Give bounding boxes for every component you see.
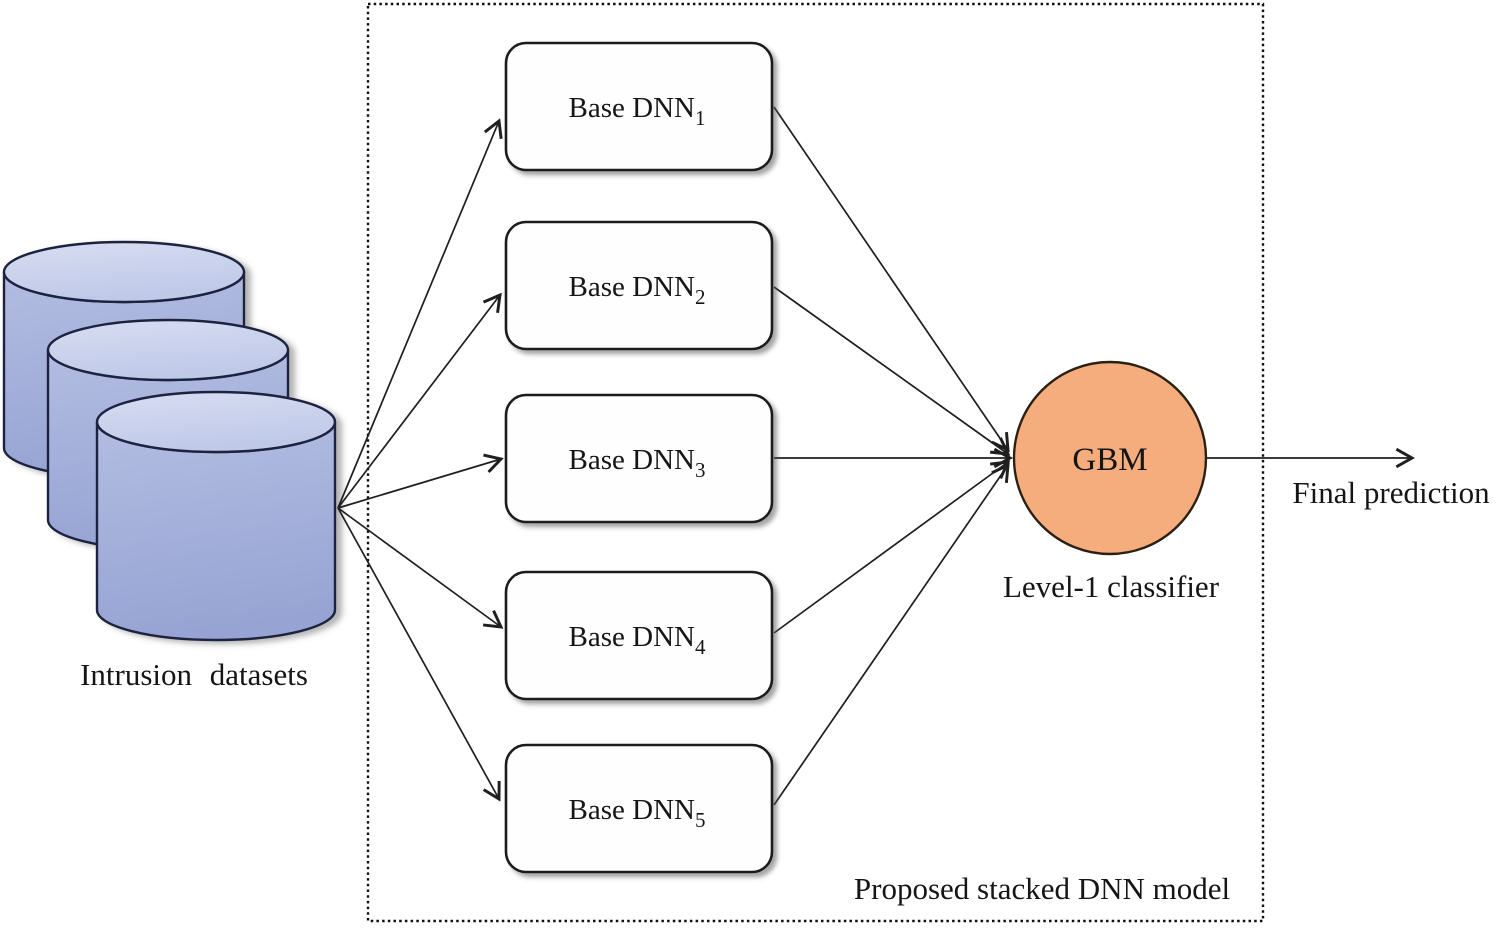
base-dnn-2-box: Base DNN2: [504, 220, 774, 351]
final-prediction-label: Final prediction: [1292, 475, 1490, 510]
base-dnn-5-box: Base DNN5: [504, 743, 774, 874]
base-dnn-2-label: Base DNN2: [569, 271, 706, 309]
base-dnn-1-box: Base DNN1: [504, 41, 774, 172]
base-dnn-3-label: Base DNN3: [569, 444, 706, 482]
gbm-label: GBM: [1072, 442, 1147, 478]
database-cylinder-icon: [95, 390, 337, 642]
intrusion-datasets-cylinders: [2, 240, 337, 642]
model-container-border: [366, 2, 1265, 923]
input-arrows: [337, 121, 501, 799]
gbm-circle: [1012, 360, 1208, 556]
stacking-arrows: [773, 106, 1010, 806]
level1-classifier-caption: Level-1 classifier: [1003, 569, 1220, 604]
base-dnn-1-label: Base DNN1: [569, 92, 706, 130]
base-dnn-4-label: Base DNN4: [569, 621, 706, 659]
base-dnn-4-box: Base DNN4: [504, 570, 774, 701]
intrusion-datasets-label: Intrusion datasets: [80, 657, 308, 692]
gbm-node: GBM Level-1 classifier: [1003, 360, 1220, 604]
proposed-model-caption: Proposed stacked DNN model: [854, 871, 1230, 906]
base-dnn-3-box: Base DNN3: [504, 393, 774, 524]
base-dnn-5-label: Base DNN5: [569, 794, 706, 832]
